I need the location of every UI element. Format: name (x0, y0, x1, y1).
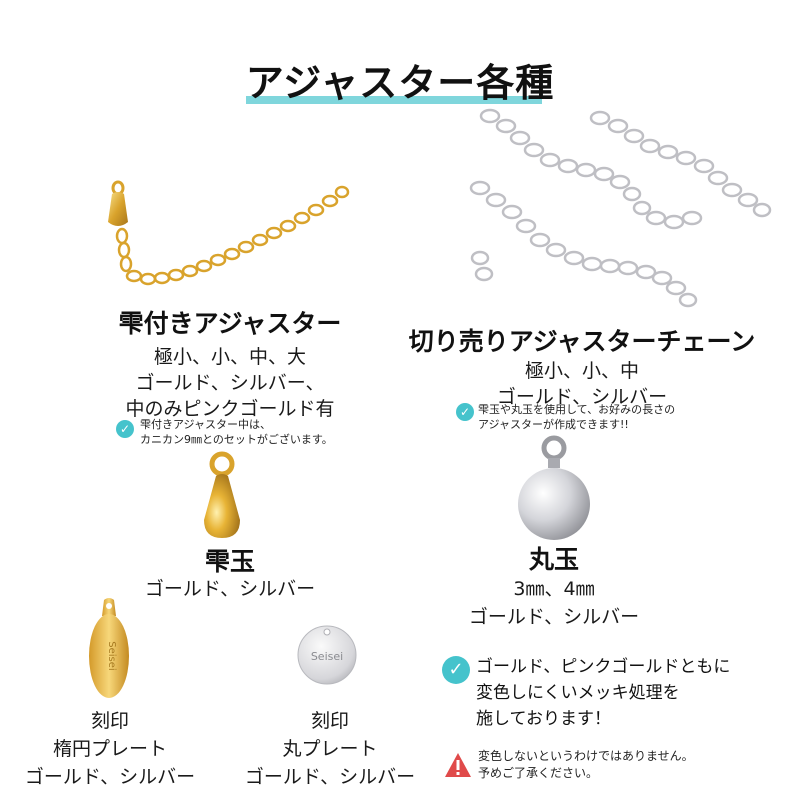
round-ball-sizes: 3㎜、4㎜ (513, 578, 595, 600)
drop-adjuster-note: 雫付きアジャスター中は、 カニカン9㎜とのセットがございます。 (140, 418, 333, 446)
drop-ball-image (204, 451, 240, 538)
drop-adjuster-extra: 中のみピンクゴールド有 (125, 398, 335, 420)
check-circle-icon: ✓ (456, 403, 474, 421)
title-underline (246, 96, 542, 104)
plating-note: ゴールド、ピンクゴールドともに 変色しにくいメッキ処理を 施しております！ (476, 657, 731, 729)
check-circle-icon: ✓ (442, 656, 470, 684)
drop-ball-colors: ゴールド、シルバー (144, 578, 316, 600)
drop-adjuster-sizes: 極小、小、中、大 (153, 346, 306, 368)
cut-chain-colors: ゴールド、シルバー (496, 386, 668, 408)
drop-ball-name: 雫玉 (204, 547, 255, 576)
oval-plate-image: Seisei (89, 598, 129, 698)
round-plate-line1: 刻印 (310, 710, 349, 732)
round-ball-colors: ゴールド、シルバー (468, 606, 640, 628)
warning-triangle-icon (445, 753, 471, 777)
oval-plate-colors: ゴールド、シルバー (24, 766, 196, 788)
drop-adjuster-image (108, 180, 350, 286)
round-plate-image: Seisei (297, 625, 357, 685)
oval-plate-engraving: Seisei (106, 641, 117, 670)
cut-chain-note: 雫玉や丸玉を使用して、お好みの長さの アジャスターが作成できます!! (478, 403, 676, 431)
oval-plate-line2: 楕円プレート (52, 738, 167, 760)
page-title: アジャスター各種 (245, 61, 555, 105)
warning-note: 変色しないというわけではありません。 予めご了承ください。 (478, 749, 694, 780)
silver-chain-image (469, 108, 772, 308)
drop-adjuster-colors: ゴールド、シルバー、 (135, 372, 325, 394)
drop-adjuster-name: 雫付きアジャスター (118, 309, 342, 338)
oval-plate-line1: 刻印 (90, 710, 129, 732)
round-plate-line2: 丸プレート (282, 738, 378, 760)
round-plate-engraving: Seisei (311, 650, 343, 663)
cut-chain-sizes: 極小、小、中 (524, 360, 639, 382)
check-circle-icon: ✓ (116, 420, 134, 438)
round-plate-colors: ゴールド、シルバー (244, 766, 416, 788)
round-ball-image (518, 435, 590, 540)
round-ball-name: 丸玉 (528, 545, 579, 574)
cut-chain-name: 切り売りアジャスターチェーン (408, 327, 756, 356)
